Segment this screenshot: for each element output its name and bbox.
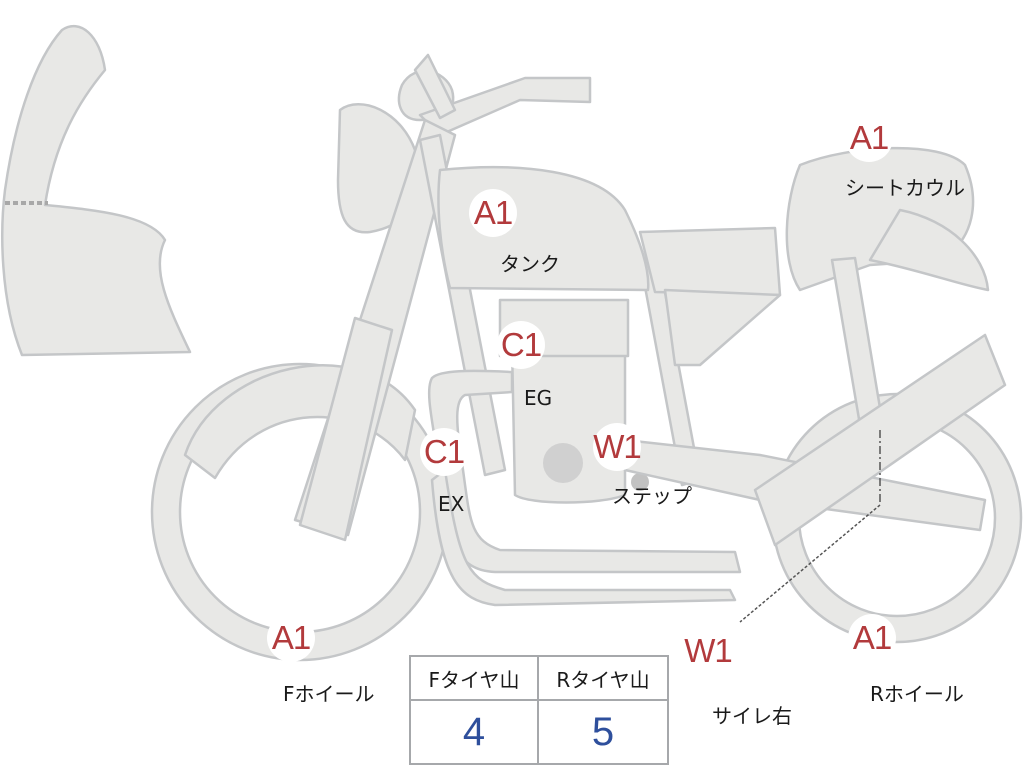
part-label-tank: タンク bbox=[500, 252, 560, 276]
part-label-front-wheel: Fホイール bbox=[283, 682, 375, 706]
tire-tread-table: Fタイヤ山 Rタイヤ山 4 5 bbox=[409, 655, 669, 765]
table-header-rear-tire: Rタイヤ山 bbox=[539, 657, 667, 701]
part-label-step: ステップ bbox=[612, 484, 692, 508]
damage-code-badge: A1 bbox=[848, 614, 896, 662]
damage-code-badge: W1 bbox=[684, 627, 733, 675]
front-tire-tread-value: 4 bbox=[411, 701, 539, 763]
damage-code-badge: A1 bbox=[845, 114, 893, 162]
damage-code-badge: C1 bbox=[420, 428, 468, 476]
damage-code-badge: C1 bbox=[497, 321, 545, 369]
front-fairing bbox=[1, 24, 192, 357]
rear-tire-tread-value: 5 bbox=[591, 709, 615, 754]
part-label-silencer-right: サイレ右 bbox=[712, 704, 792, 728]
part-label-engine: EG bbox=[524, 386, 553, 410]
part-label-rear-wheel: Rホイール bbox=[870, 682, 964, 706]
damage-code-badge: W1 bbox=[593, 423, 642, 471]
damage-code-badge: A1 bbox=[267, 614, 315, 662]
damage-code-badge: A1 bbox=[469, 189, 517, 237]
part-label-exhaust: EX bbox=[438, 492, 465, 516]
part-label-seat-cowl: シートカウル bbox=[845, 176, 965, 200]
table-header-front-tire: Fタイヤ山 bbox=[411, 657, 539, 701]
